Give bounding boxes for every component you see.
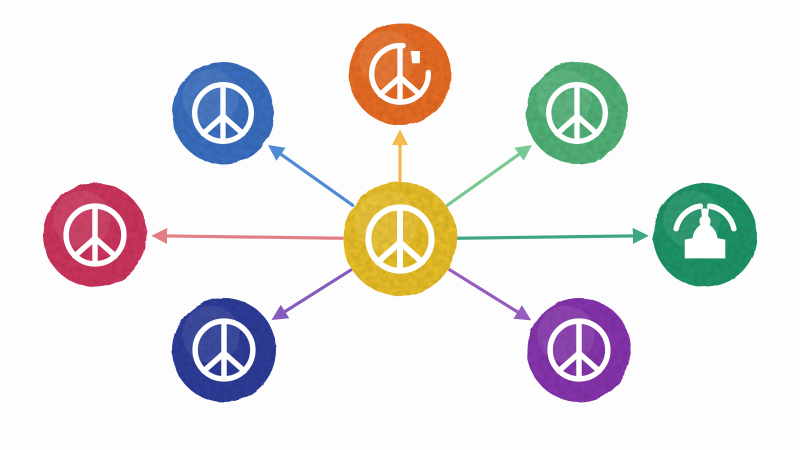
- node-center: [343, 182, 457, 296]
- node-bottom-left: [172, 298, 276, 402]
- node-right: [653, 183, 757, 287]
- node-left: [43, 183, 147, 287]
- node-bottom-right-highlight: [537, 305, 595, 363]
- arrow-center-to-top-left: [267, 145, 355, 207]
- arrow-center-to-bottom-left: [271, 268, 353, 321]
- arrow-center-to-bottom-right: [447, 267, 532, 321]
- node-top-left-highlight: [182, 69, 239, 126]
- nodes-layer: [43, 23, 757, 402]
- arrow-center-to-top-right: [445, 145, 533, 207]
- node-bottom-right: [527, 298, 631, 402]
- node-top: [349, 23, 451, 125]
- arrow-center-to-left: [151, 227, 344, 244]
- edges-layer: [151, 129, 649, 321]
- node-center-highlight: [354, 190, 418, 254]
- node-bottom-left-highlight: [182, 305, 240, 363]
- node-top-right: [526, 62, 628, 164]
- node-left-highlight: [53, 190, 111, 248]
- arrow-center-to-right: [456, 227, 649, 244]
- node-top-highlight: [359, 30, 416, 87]
- node-top-right-highlight: [536, 69, 593, 126]
- node-top-left: [172, 62, 274, 164]
